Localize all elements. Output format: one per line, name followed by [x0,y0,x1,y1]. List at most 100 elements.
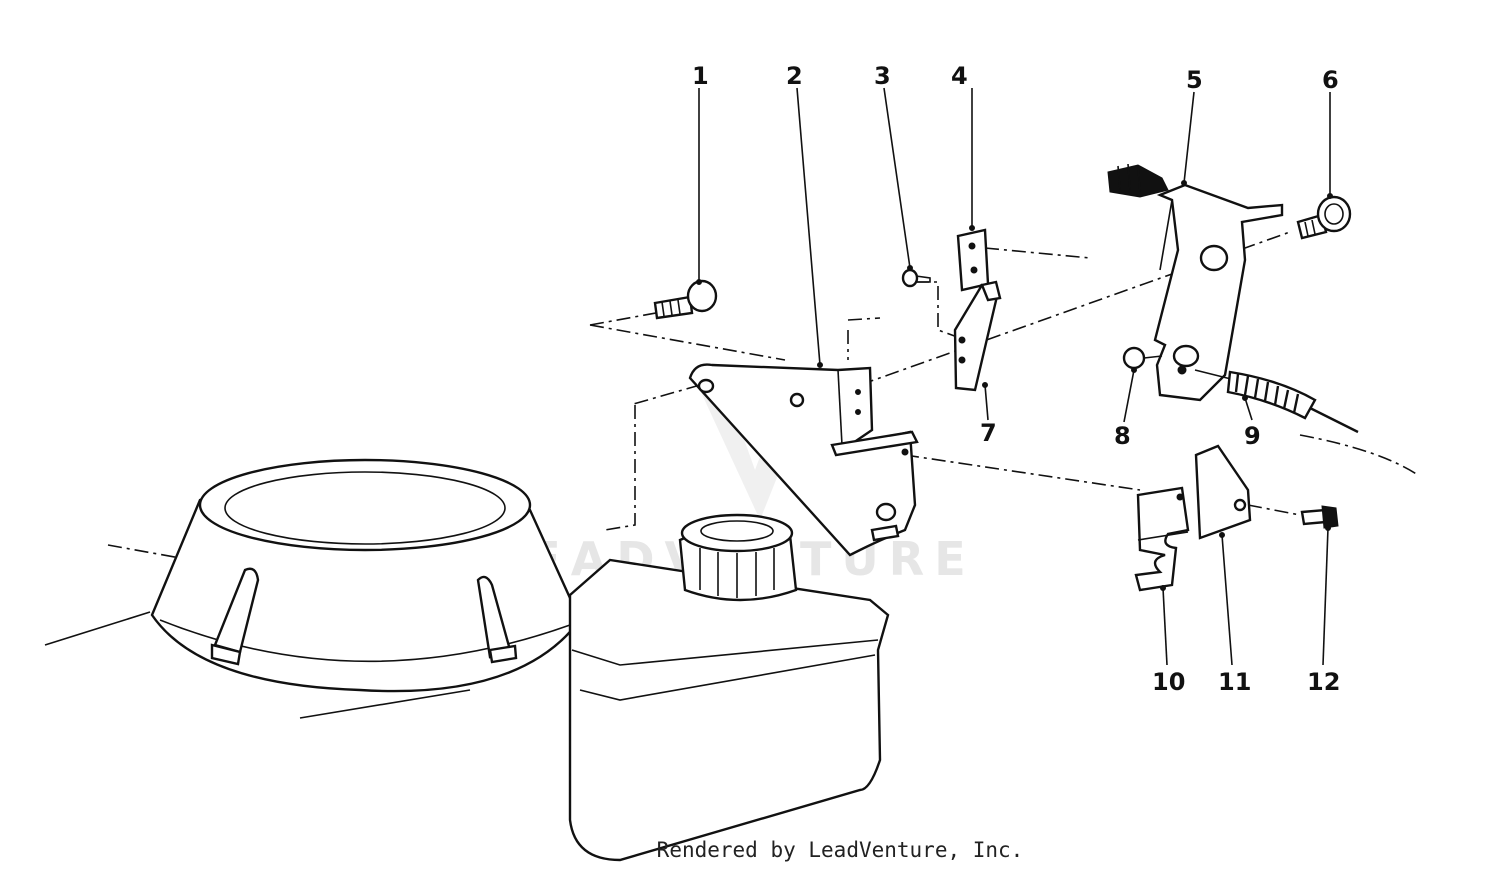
align-line-screw3 [915,281,961,339]
leader-8-dot [1131,367,1137,373]
bolt6-head [1316,195,1352,233]
leader-9 [1244,397,1253,421]
leader-10-dot [1160,585,1166,591]
bolt1-threads [661,299,681,317]
shroud-outline-left [44,611,151,646]
leader-1-dot [696,279,702,285]
part-8-ball [1122,346,1163,370]
callout-5: 5 [1186,66,1203,94]
cable-conduit [1309,406,1359,434]
bracket-hole-1 [697,378,715,394]
leader-6-dot [1327,193,1333,199]
callout-10: 10 [1152,668,1185,696]
callout-3: 3 [874,62,891,90]
shroud-fin-right [476,575,512,659]
cable-spring-coils [1234,373,1300,414]
callout-11: 11 [1218,668,1251,696]
engine-shroud [44,458,582,719]
callout-8: 8 [1114,422,1131,450]
link7-hole-2 [958,356,966,364]
leader-11-dot [1219,532,1225,538]
leader-2 [796,87,821,366]
leader-7-dot [982,382,988,388]
screw3-head [901,268,919,288]
part-4-clip [956,228,990,292]
callout-7: 7 [980,419,997,447]
leader-11 [1221,534,1233,666]
bracket-hole-2 [789,392,805,408]
clamp10-bend [1137,531,1189,541]
shroud-fin-right-foot [488,644,518,664]
screw12-head [1321,505,1339,529]
fuel-cap-inner [700,520,774,542]
align-line-screw12 [1247,504,1301,516]
tank-top-edge [571,639,879,666]
watermark-logo-icon [700,390,800,520]
callout-12: 12 [1307,668,1340,696]
ball8 [1122,346,1146,370]
render-credit: Rendered by LeadVenture, Inc. [656,838,1024,862]
leader-7 [984,384,989,421]
part-5-lever [1107,163,1284,402]
callout-9: 9 [1244,422,1261,450]
shroud-top-rim [198,458,532,552]
align-line-bolt1 [589,324,786,361]
link7-tab [980,280,1002,302]
lever5-body [1153,183,1284,402]
leader-5-dot [1181,180,1187,186]
part-2-bracket [688,363,919,557]
ball8-stem [1143,355,1163,359]
clamp10-hole [1176,493,1184,501]
shroud-outline-bottom [299,689,471,719]
centerline-left [107,544,181,559]
lever5-knob-icon [1107,164,1169,198]
leader-12 [1322,527,1329,666]
part-10-clamp [1134,486,1190,592]
shroud-fin-left [213,567,260,654]
part-1-bolt [653,279,718,320]
clip4-hole-1 [968,242,976,250]
clip4-plate [956,228,990,292]
part-12-screw [1300,505,1339,529]
lever5-clamp-hole [1177,365,1187,375]
leader-12-dot [1325,525,1331,531]
part-6-bolt [1296,195,1352,240]
bolt6-head-inner [1324,203,1344,225]
screw3-shank [915,275,931,283]
bracket-fold [837,369,843,446]
link7-strap [953,283,1000,392]
align-line-part4 [984,247,1091,259]
lever5-pivot-hole [1199,244,1229,272]
leader-10 [1162,587,1168,666]
leader-9-dot [1242,395,1248,401]
callout-labels: 1 2 3 4 5 6 7 8 9 10 11 12 [692,62,1340,696]
leader-8 [1123,369,1135,423]
lever5-edge [1159,199,1173,271]
bracket-hole-5 [901,448,909,456]
lever5-clamp-ring [1172,344,1200,368]
shroud-base-band [159,619,571,663]
callout-leaders [696,87,1333,666]
part-3-screw [901,268,931,288]
callout-4: 4 [951,62,968,90]
callout-1: 1 [692,62,709,90]
bolt1-head [686,279,718,313]
cable-spring-housing [1226,370,1317,420]
clip4-hole-2 [970,266,978,274]
leader-3-dot [907,265,913,271]
bolt6-threads [1304,219,1316,237]
plate11-hole [1233,498,1247,512]
bracket-hole-4 [855,409,861,415]
lever5-knob-grip [1117,163,1141,193]
fuel-tank [568,513,890,862]
shroud-fin-left-foot [210,643,242,666]
tank-body [568,558,890,862]
align-line-bracket-down [604,405,636,531]
callout-6: 6 [1322,66,1339,94]
align-line-bracket-top [847,317,881,360]
bolt1-shank [653,295,694,320]
bracket-slot-hole [875,502,897,522]
callout-2: 2 [786,62,803,90]
